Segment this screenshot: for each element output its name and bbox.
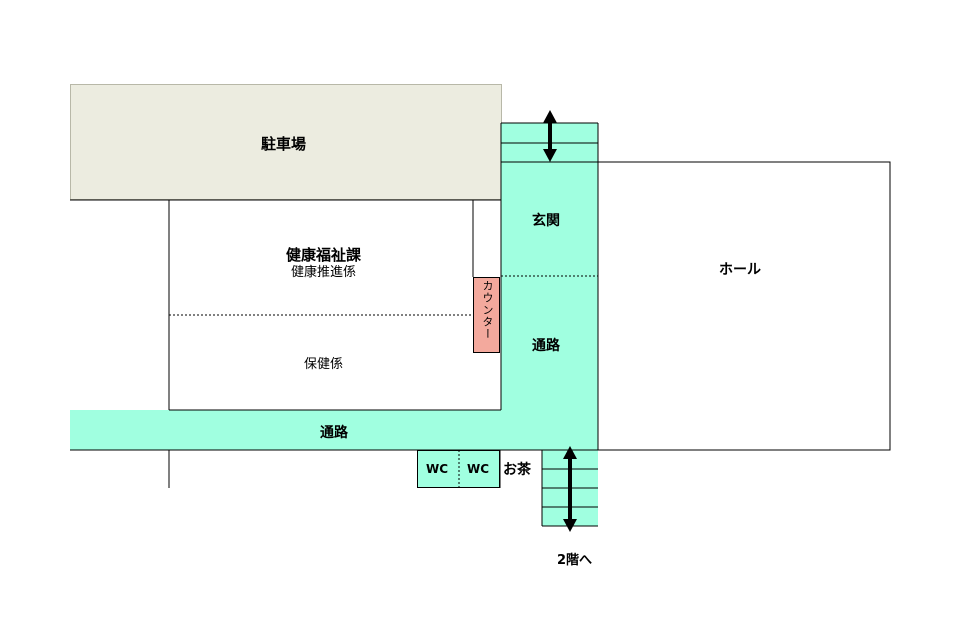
label-wc-2: WC [467, 462, 490, 476]
label-parking: 駐車場 [261, 135, 307, 153]
counter [473, 277, 500, 353]
label-counter: カウンター [481, 280, 494, 340]
label-insurance-health-section: 保健係 [304, 357, 344, 372]
label-health-promotion-section: 健康推進係 [291, 265, 357, 280]
parking-area [70, 84, 502, 200]
corridor-horizontal [70, 410, 598, 450]
label-corridor-horizontal: 通路 [320, 425, 348, 441]
stairs-double-arrow-icon [563, 446, 577, 532]
label-tea-room: お茶 [503, 462, 531, 478]
label-entrance: 玄関 [532, 213, 560, 229]
label-to-second-floor: 2階へ [557, 553, 593, 568]
entrance-double-arrow-icon [543, 110, 557, 162]
label-health-welfare-division: 健康福祉課 [286, 246, 362, 264]
corridor-vertical [501, 123, 598, 450]
label-hall: ホール [719, 262, 761, 278]
label-corridor-vertical: 通路 [532, 338, 560, 354]
label-wc-1: WC [426, 462, 449, 476]
